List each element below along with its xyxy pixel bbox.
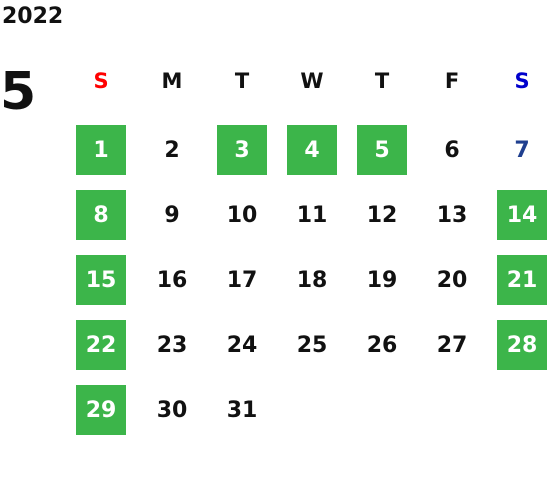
calendar-day[interactable]: 25 <box>296 332 328 358</box>
calendar-day-highlighted[interactable]: 8 <box>76 190 126 240</box>
calendar-day-highlighted[interactable]: 14 <box>497 190 547 240</box>
calendar-day[interactable]: 13 <box>436 202 468 228</box>
calendar-day[interactable]: 18 <box>296 267 328 293</box>
calendar-day[interactable]: 26 <box>366 332 398 358</box>
calendar-day[interactable]: 11 <box>296 202 328 228</box>
calendar-month: 5 <box>0 62 37 122</box>
calendar-day[interactable]: 10 <box>226 202 258 228</box>
calendar-day[interactable]: 2 <box>164 137 180 163</box>
weekday-header: M <box>161 69 183 93</box>
weekday-header: S <box>93 69 109 93</box>
calendar-day-highlighted[interactable]: 22 <box>76 320 126 370</box>
weekday-header: S <box>514 69 530 93</box>
calendar-day-highlighted[interactable]: 15 <box>76 255 126 305</box>
weekday-header: T <box>374 69 390 93</box>
calendar-day[interactable]: 23 <box>156 332 188 358</box>
calendar-day[interactable]: 17 <box>226 267 258 293</box>
calendar-day[interactable]: 31 <box>226 397 258 423</box>
calendar-day-highlighted[interactable]: 28 <box>497 320 547 370</box>
calendar-day-highlighted[interactable]: 1 <box>76 125 126 175</box>
calendar-day-highlighted[interactable]: 4 <box>287 125 337 175</box>
calendar-day[interactable]: 20 <box>436 267 468 293</box>
calendar-day[interactable]: 6 <box>444 137 460 163</box>
calendar-day-highlighted[interactable]: 5 <box>357 125 407 175</box>
weekday-header: W <box>300 69 324 93</box>
calendar-day[interactable]: 9 <box>164 202 180 228</box>
calendar-day[interactable]: 30 <box>156 397 188 423</box>
calendar-day[interactable]: 16 <box>156 267 188 293</box>
calendar-day[interactable]: 19 <box>366 267 398 293</box>
weekday-header: F <box>444 69 460 93</box>
calendar-day[interactable]: 7 <box>514 137 530 163</box>
calendar-day-highlighted[interactable]: 21 <box>497 255 547 305</box>
calendar-day[interactable]: 12 <box>366 202 398 228</box>
calendar-day-highlighted[interactable]: 29 <box>76 385 126 435</box>
weekday-header: T <box>234 69 250 93</box>
calendar-day[interactable]: 27 <box>436 332 468 358</box>
calendar-day-highlighted[interactable]: 3 <box>217 125 267 175</box>
calendar-day[interactable]: 24 <box>226 332 258 358</box>
calendar-year: 2022 <box>2 4 64 29</box>
